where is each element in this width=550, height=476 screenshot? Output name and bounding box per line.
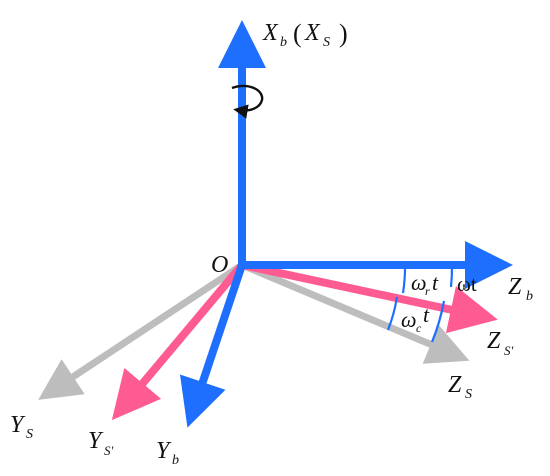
label-zb-sub: b (526, 289, 533, 304)
label-wr-sub: r (425, 284, 430, 298)
axis-zsprime (241, 261, 498, 334)
label-angle-wc: ω c t (401, 302, 430, 335)
label-xs: X (304, 20, 321, 46)
label-ysprime-sub: S' (104, 443, 114, 458)
label-ys: Y S (10, 412, 33, 442)
axis-ys (38, 262, 244, 400)
label-paren-right: ) (339, 19, 348, 48)
angle-arc-wc (386, 296, 399, 331)
label-zb: Z b (508, 274, 533, 304)
label-ys-main: Y (10, 412, 26, 438)
label-angle-wt: ωt (457, 272, 477, 296)
origin-label: O (211, 252, 228, 278)
label-yb: Y b (156, 438, 179, 468)
label-xb: X (262, 20, 279, 46)
angle-arc-wr (401, 264, 407, 294)
angle-arc-wc-outer (430, 300, 446, 343)
label-zs-sub: S (465, 387, 472, 402)
label-wr-t: t (432, 270, 439, 295)
axis-yb (179, 263, 246, 428)
label-zsprime: Z S' (487, 328, 514, 358)
label-zb-main: Z (508, 274, 522, 300)
label-paren-left: ( (293, 19, 302, 48)
label-zsprime-sub: S' (504, 343, 514, 358)
label-zsprime-main: Z (487, 328, 501, 354)
label-wc-t: t (423, 302, 430, 327)
label-yb-main: Y (156, 438, 172, 464)
label-ys-sub: S (26, 427, 33, 442)
label-zs-main: Z (448, 372, 462, 398)
label-wc-sub: c (416, 321, 422, 335)
angle-arc-wt (449, 264, 454, 288)
label-wc-omega: ω (401, 307, 417, 332)
axis-zs (240, 261, 470, 364)
label-xb-sub: b (280, 35, 287, 50)
label-xb-xs: X b ( X S ) (262, 19, 348, 50)
label-xs-sub: S (323, 35, 330, 50)
label-yb-sub: b (172, 453, 179, 468)
label-ysprime-main: Y (88, 428, 104, 454)
label-wr-omega: ω (411, 270, 427, 295)
label-angle-wr: ω r t (411, 270, 439, 298)
label-ysprime: Y S' (88, 428, 114, 458)
rotation-arrow-icon (231, 84, 264, 119)
axis-ysprime (111, 262, 246, 421)
label-zs: Z S (448, 372, 472, 402)
